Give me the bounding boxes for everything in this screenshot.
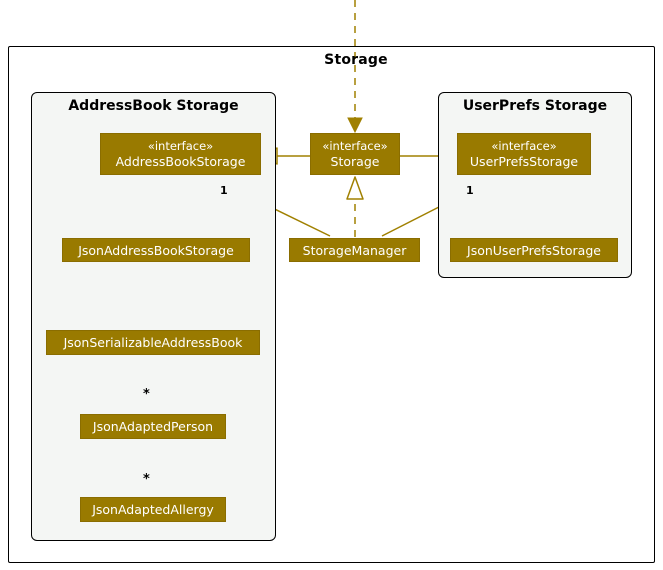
node-address-book-storage-name: AddressBookStorage: [115, 154, 246, 169]
node-user-prefs-storage-name: UserPrefsStorage: [469, 154, 579, 169]
node-json-adapted-allergy-name: JsonAdaptedAllergy: [92, 502, 214, 517]
node-json-address-book-storage[interactable]: JsonAddressBookStorage: [62, 238, 250, 262]
multiplicity-userprefs-storage: 1: [466, 184, 474, 197]
node-json-serializable-address-book-name: JsonSerializableAddressBook: [63, 335, 243, 350]
node-json-address-book-storage-name: JsonAddressBookStorage: [78, 242, 234, 258]
connector-external-into-storage: [347, 0, 363, 134]
storage-frame: [8, 46, 655, 563]
package-userprefs-storage-title: UserPrefs Storage: [462, 98, 608, 114]
node-storage[interactable]: «interface» Storage: [310, 133, 400, 175]
package-addressbook-storage-title: AddressBook Storage: [68, 98, 239, 114]
node-user-prefs-storage[interactable]: «interface» UserPrefsStorage: [457, 133, 591, 175]
node-json-adapted-person[interactable]: JsonAdaptedPerson: [80, 414, 226, 439]
node-storage-manager[interactable]: StorageManager: [289, 238, 420, 262]
node-address-book-storage[interactable]: «interface» AddressBookStorage: [100, 133, 261, 175]
node-storage-manager-name: StorageManager: [302, 242, 407, 258]
multiplicity-allergies: *: [143, 472, 150, 487]
node-json-user-prefs-storage-name: JsonUserPrefsStorage: [467, 242, 601, 258]
frame-title: Storage: [324, 52, 388, 68]
node-address-book-storage-stereotype: «interface»: [147, 139, 214, 153]
node-json-user-prefs-storage[interactable]: JsonUserPrefsStorage: [450, 238, 618, 262]
node-storage-name: Storage: [330, 154, 380, 169]
node-json-serializable-address-book[interactable]: JsonSerializableAddressBook: [46, 330, 260, 355]
node-json-adapted-allergy[interactable]: JsonAdaptedAllergy: [80, 497, 226, 522]
multiplicity-addressbook-storage: 1: [220, 184, 228, 197]
multiplicity-persons: *: [143, 387, 150, 402]
node-json-adapted-person-name: JsonAdaptedPerson: [92, 419, 214, 434]
connector-storagemanager-implements-storage: [346, 176, 364, 237]
node-user-prefs-storage-stereotype: «interface»: [491, 139, 557, 153]
node-storage-stereotype: «interface»: [322, 139, 388, 153]
